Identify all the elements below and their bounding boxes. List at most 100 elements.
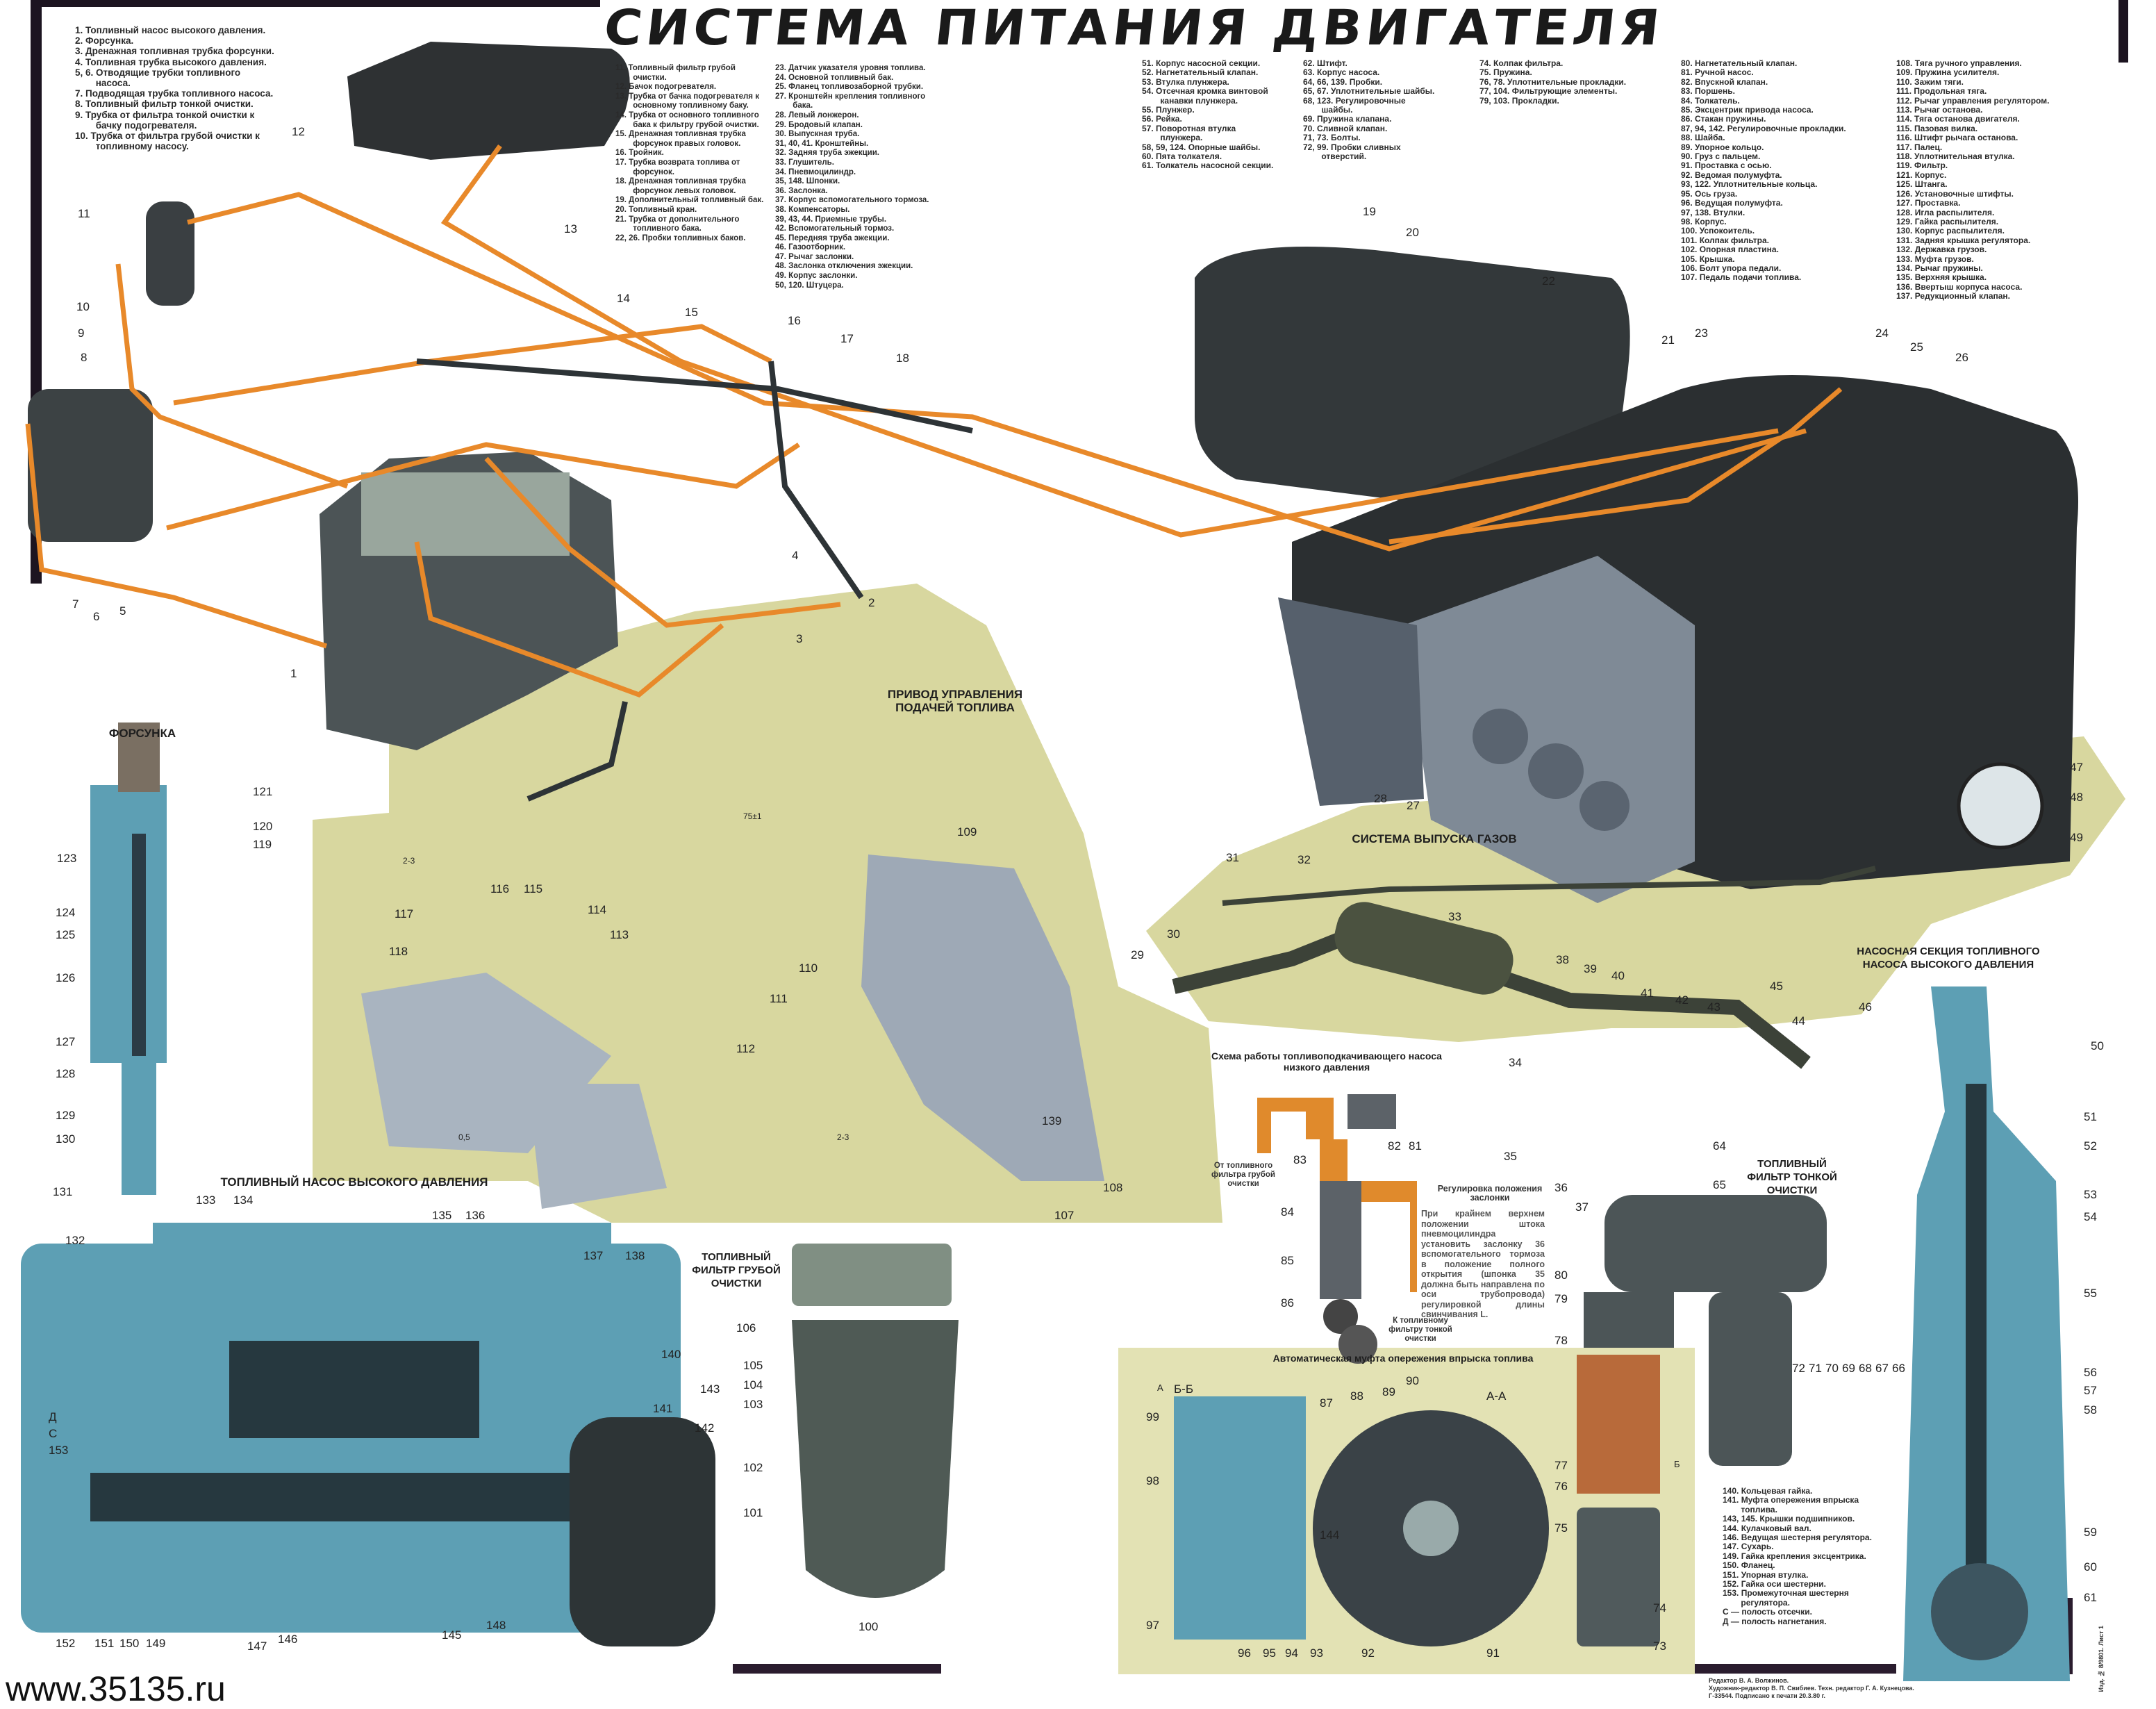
legend-item: 113. Рычаг останова. — [1896, 105, 1983, 115]
callout: 34 — [1509, 1056, 1522, 1069]
callout: 107 — [1054, 1209, 1075, 1222]
callout: 133 — [196, 1194, 216, 1207]
callout: 108 — [1103, 1181, 1123, 1194]
heater-tank — [347, 42, 630, 160]
legend-item: 119. Фильтр. — [1896, 160, 1948, 171]
legend-item: 33. Глушитель. — [775, 158, 834, 167]
legend-col-6: 74. Колпак фильтра.75. Пружина.76, 78. У… — [1479, 58, 1660, 106]
section-title-hp-pump: ТОПЛИВНЫЙ НАСОС ВЫСОКОГО ДАВЛЕНИЯ — [220, 1175, 488, 1189]
callout: 130 — [56, 1132, 76, 1146]
legend-item: 150. Фланец. — [1723, 1560, 1775, 1571]
legend-item: 111. Продольная тяга. — [1896, 86, 1987, 97]
legend-item: 54. Отсечная кромка винтовой канавки плу… — [1142, 86, 1268, 106]
legend-item: 105. Крышка. — [1681, 254, 1735, 264]
legend-item: 56. Рейка. — [1142, 114, 1182, 124]
callout: 118 — [389, 945, 408, 958]
legend-item: 58, 59, 124. Опорные шайбы. — [1142, 142, 1261, 152]
callout: 137 — [583, 1249, 604, 1262]
callout: 28 — [1374, 792, 1387, 805]
legend-item: 34. Пневмоцилиндр. — [775, 167, 856, 176]
legend-item: 140. Кольцевая гайка. — [1723, 1486, 1813, 1496]
callout: 31 — [1226, 851, 1239, 864]
callout: 46 — [1859, 1000, 1872, 1014]
legend-col-7: 80. Нагнетательный клапан.81. Ручной нас… — [1681, 58, 1868, 283]
legend-item: 93, 122. Уплотнительные кольца. — [1681, 179, 1818, 190]
callout: 47 — [2070, 761, 2083, 774]
legend-col-3: 23. Датчик указателя уровня топлива.24. … — [775, 64, 942, 290]
view-label-b-b: Б-Б — [1174, 1382, 1193, 1396]
legend-item: 102. Опорная пластина. — [1681, 245, 1779, 255]
muffler — [1334, 902, 1514, 995]
dimension-label: 0,5 — [458, 1132, 470, 1142]
legend-item: 129. Гайка распылителя. — [1896, 216, 1999, 226]
legend-item: 80. Нагнетательный клапан. — [1681, 58, 1798, 68]
legend-item: 8. Топливный фильтр тонкой очистки. — [75, 99, 254, 110]
callout: 10 — [76, 300, 90, 313]
legend-item: 135. Верхняя крышка. — [1896, 272, 1987, 283]
callout: 80 — [1554, 1269, 1568, 1282]
legend-item: 114. Тяга останова двигателя. — [1896, 114, 2020, 124]
callout: 73 — [1653, 1640, 1666, 1653]
legend-item: 137. Редукционный клапан. — [1896, 291, 2011, 302]
callout: 75 — [1554, 1521, 1568, 1535]
callout: 98 — [1146, 1474, 1159, 1487]
adjust-title: Регулировка положения заслонки — [1437, 1184, 1543, 1203]
callout: 126 — [56, 971, 76, 984]
callout: 88 — [1350, 1389, 1363, 1403]
callout: 72 — [1792, 1362, 1805, 1375]
pedal-panel — [861, 854, 1104, 1181]
callout: 83 — [1293, 1153, 1307, 1166]
ejection-flap-detail — [1957, 762, 2044, 850]
legend-item: 74. Колпак фильтра. — [1479, 58, 1564, 68]
coarse-filter-top — [146, 201, 194, 306]
callout: 150 — [119, 1637, 140, 1650]
legend-col-1: 1. Топливный насос высокого давления.2. … — [75, 25, 276, 151]
legend-item: 133. Муфта грузов. — [1896, 254, 1974, 264]
legend-item: 63. Корпус насоса. — [1303, 67, 1380, 78]
legend-item: 32. Задняя труба эжекции. — [775, 149, 879, 158]
legend-item: 136. Ввертыш корпуса насоса. — [1896, 281, 2023, 292]
legend-item: 130. Корпус распылителя. — [1896, 226, 2005, 236]
label-to-fine-filter: К топливному фильтру тонкой очистки — [1388, 1316, 1452, 1343]
callout: 92 — [1361, 1646, 1375, 1660]
legend-item: 143, 145. Крышки подшипников. — [1723, 1514, 1855, 1524]
callout: 21 — [1661, 333, 1675, 347]
legend-item: 17. Трубка возврата топлива от форсунок. — [615, 158, 740, 176]
callout: 40 — [1611, 969, 1625, 982]
callout: 78 — [1554, 1334, 1568, 1347]
legend-item: 90. Груз с пальцем. — [1681, 151, 1761, 162]
floor-panel-mid — [528, 1084, 667, 1209]
legend-item: Д — полость нагнетания. — [1723, 1616, 1827, 1626]
legend-item: 70. Сливной клапан. — [1303, 123, 1388, 133]
legend-item: 22, 26. Пробки топливных баков. — [615, 233, 746, 242]
callout: С — [49, 1427, 58, 1440]
bracket-hole — [1579, 781, 1630, 831]
callout: 74 — [1653, 1601, 1666, 1615]
callout: 113 — [610, 928, 629, 941]
legend-item: 61. Толкатель насосной секции. — [1142, 160, 1274, 171]
legend-item: 107. Педаль подачи топлива. — [1681, 272, 1802, 283]
legend-item: 5, 6. Отводящие трубки топливного насоса… — [75, 67, 241, 89]
callout: 84 — [1281, 1205, 1294, 1219]
callout: 41 — [1641, 986, 1654, 1000]
legend-item: 109. Пружина усилителя. — [1896, 67, 2000, 78]
callout: 30 — [1167, 927, 1180, 941]
callout: 141 — [653, 1402, 673, 1415]
edition-number: Изд. № 8/9801. Лист 1 — [2098, 1626, 2105, 1692]
callout: 132 — [65, 1234, 85, 1247]
callout: 24 — [1875, 327, 1889, 340]
section-title-coarse-filter: ТОПЛИВНЫЙ ФИЛЬТР ГРУБОЙ ОЧИСТКИ — [692, 1251, 781, 1289]
callout: 16 — [788, 314, 801, 327]
callout: 87 — [1320, 1396, 1333, 1410]
callout: 4 — [792, 549, 799, 562]
legend-item: С — полость отсечки. — [1723, 1607, 1812, 1617]
callout: 68 — [1859, 1362, 1872, 1375]
callout: 19 — [1363, 205, 1376, 218]
callout: 65 — [1713, 1178, 1726, 1191]
legend-item: 79, 103. Прокладки. — [1479, 95, 1559, 106]
label-from-coarse-filter: От топливного фильтра грубой очистки — [1211, 1162, 1275, 1188]
legend-item: 127. Проставка. — [1896, 198, 1961, 208]
legend-item: 141. Муфта опережения впрыска топлива. — [1723, 1495, 1859, 1514]
callout: 39 — [1584, 962, 1597, 975]
legend-item: 87, 94, 142. Регулировочные прокладки. — [1681, 123, 1846, 133]
